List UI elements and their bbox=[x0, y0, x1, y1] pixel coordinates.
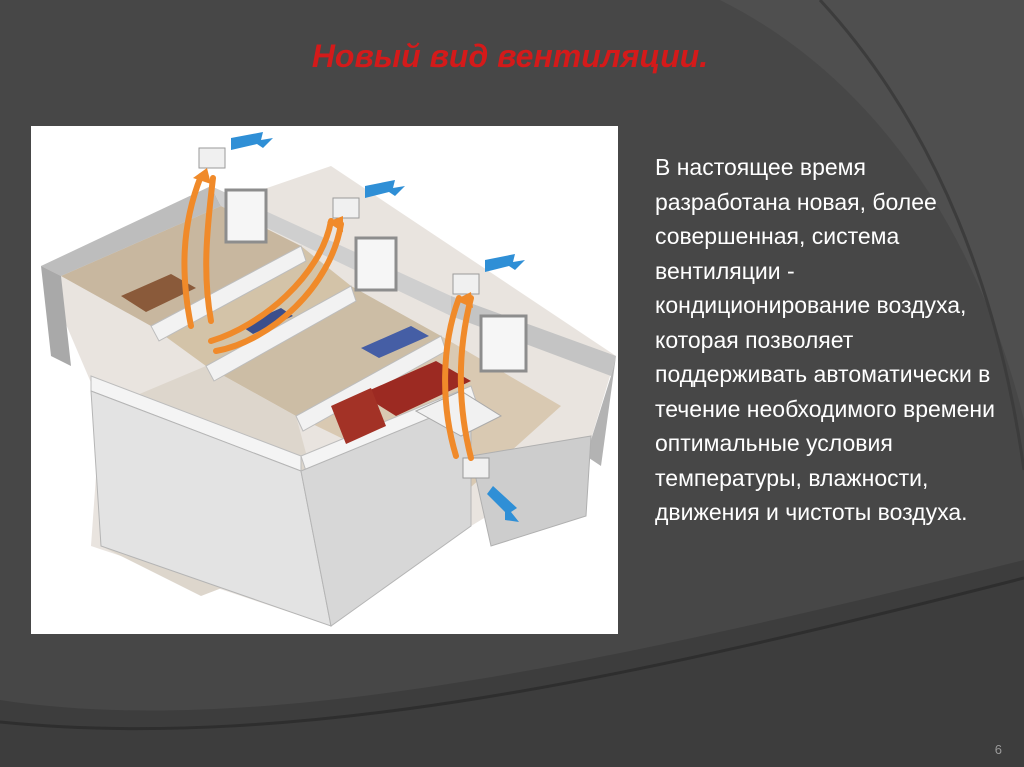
apartment-ventilation-illustration bbox=[31, 126, 618, 634]
cool-airflow-arrow-icon bbox=[231, 132, 525, 522]
slide-body-text: В настоящее время разработана новая, бол… bbox=[655, 154, 995, 525]
slide-number: 6 bbox=[994, 742, 1002, 757]
warm-airflow-arrow-icon bbox=[181, 173, 474, 461]
air-conditioner-icon bbox=[198, 147, 490, 479]
slide-title: Новый вид вентиляции. bbox=[311, 38, 709, 74]
